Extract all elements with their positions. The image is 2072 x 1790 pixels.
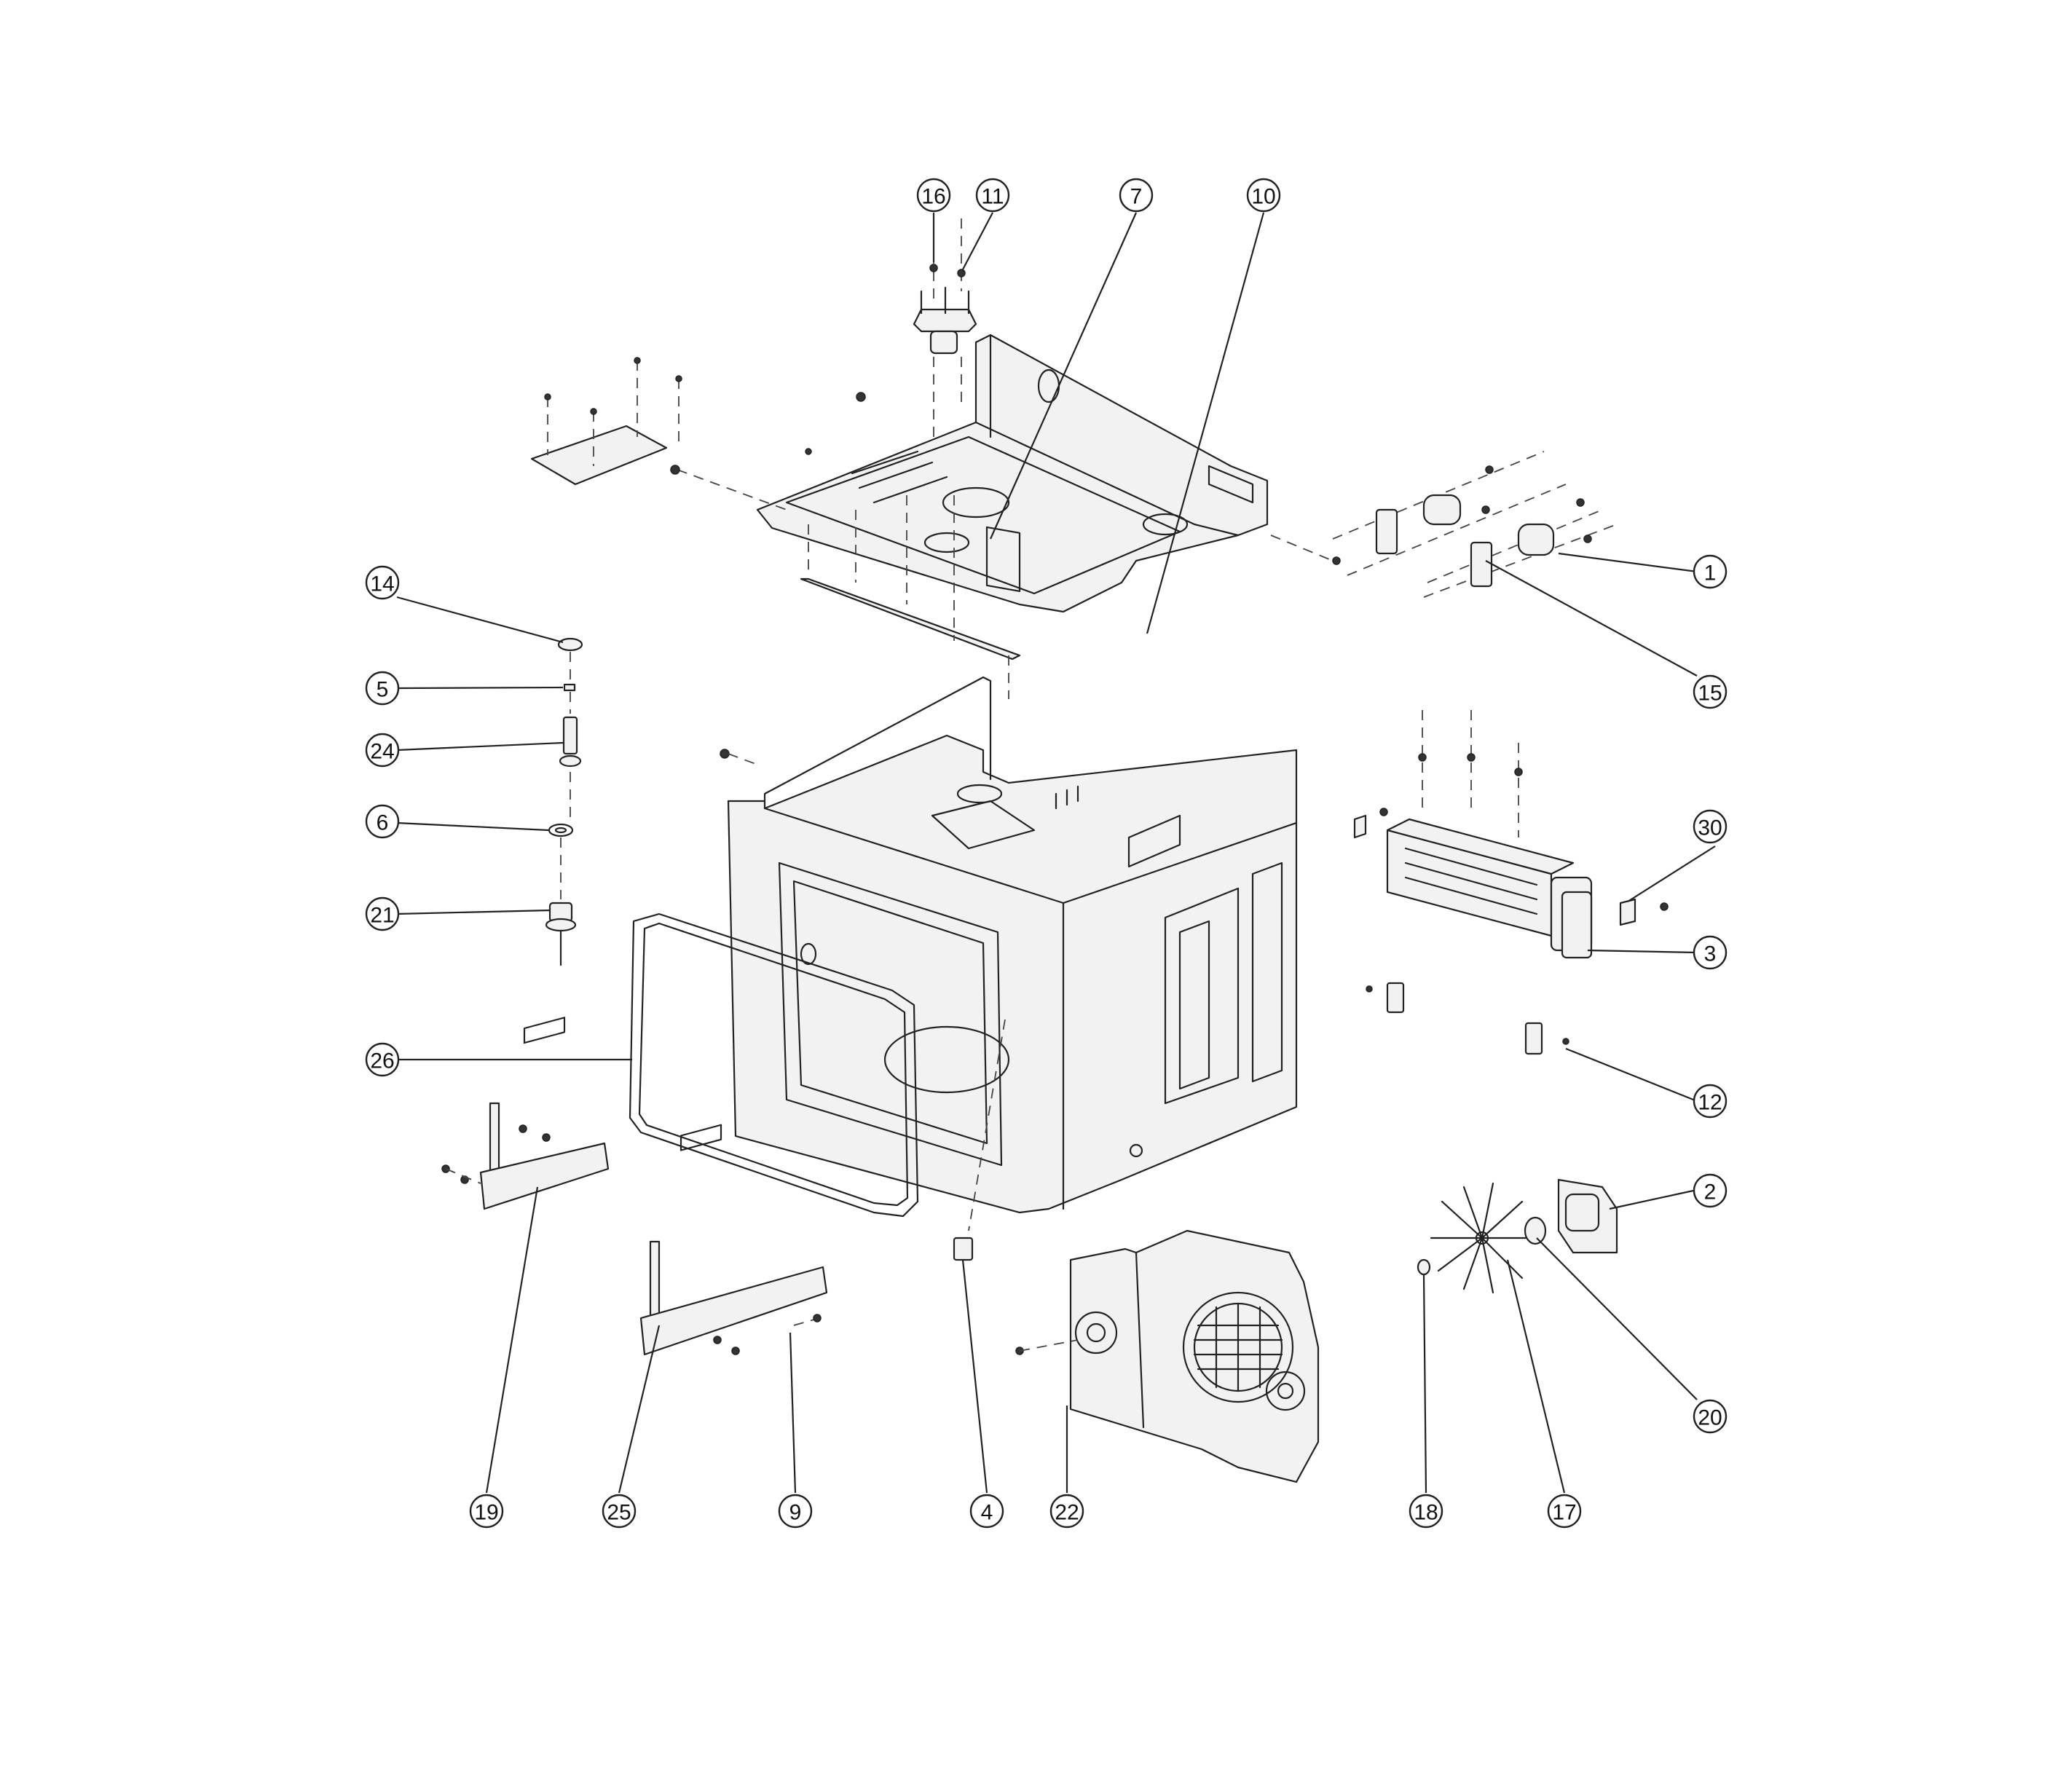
clip-part: [953, 1237, 974, 1261]
callout-2: 2: [1693, 1173, 1728, 1208]
callout-label: 10: [1251, 185, 1275, 209]
door-switches: [1366, 982, 1569, 1055]
callout-7: 7: [1119, 178, 1154, 213]
callout-label: 18: [1414, 1501, 1438, 1525]
hinge-left: [441, 1017, 610, 1210]
callout-label: 3: [1704, 942, 1717, 966]
callout-18: 18: [1409, 1494, 1443, 1529]
callout-16: 16: [916, 178, 951, 213]
blower-assembly: [1353, 710, 1669, 959]
callout-5: 5: [365, 671, 400, 706]
callout-label: 24: [370, 740, 394, 764]
callout-10: 10: [1246, 178, 1281, 213]
front-strip: [800, 495, 1021, 699]
callout-label: 2: [1704, 1180, 1717, 1204]
callout-label: 19: [474, 1501, 498, 1525]
callout-9: 9: [778, 1494, 813, 1529]
left-small-parts: [545, 637, 583, 966]
callout-label: 1: [1704, 561, 1717, 586]
top-plate: [756, 334, 1269, 613]
callout-label: 21: [370, 904, 394, 928]
callout-label: 26: [370, 1049, 394, 1073]
callout-label: 22: [1055, 1501, 1079, 1525]
convection-fan: [1417, 1178, 1618, 1294]
callout-label: 17: [1552, 1501, 1576, 1525]
callout-14: 14: [365, 565, 400, 600]
callout-6: 6: [365, 804, 400, 839]
callout-label: 5: [377, 678, 389, 702]
cover-plate: [530, 357, 866, 510]
callout-label: 4: [981, 1501, 993, 1525]
callout-label: 20: [1698, 1406, 1722, 1430]
callout-19: 19: [469, 1494, 504, 1529]
callout-label: 11: [981, 185, 1004, 209]
callout-25: 25: [602, 1494, 637, 1529]
callout-4: 4: [969, 1494, 1004, 1529]
callout-15: 15: [1693, 674, 1728, 709]
callout-label: 6: [377, 811, 389, 835]
callout-11: 11: [975, 178, 1010, 213]
callout-20: 20: [1693, 1399, 1728, 1434]
door-gasket: [629, 912, 919, 1218]
callout-3: 3: [1693, 935, 1728, 970]
callout-label: 30: [1698, 816, 1722, 840]
back-panel: [1015, 1229, 1320, 1483]
callout-label: 16: [921, 185, 945, 209]
callout-12: 12: [1693, 1084, 1728, 1119]
motor-switch-group: [1270, 451, 1618, 598]
thermostat-assembly: [913, 218, 977, 437]
callout-22: 22: [1049, 1494, 1084, 1529]
callout-label: 25: [607, 1501, 631, 1525]
callout-label: 9: [789, 1501, 802, 1525]
leader-lines: [396, 212, 1716, 1494]
hinge-right: [639, 1124, 828, 1356]
callout-21: 21: [365, 896, 400, 931]
callout-24: 24: [365, 733, 400, 768]
callout-30: 30: [1693, 809, 1728, 844]
callout-label: 7: [1130, 185, 1143, 209]
callout-26: 26: [365, 1042, 400, 1077]
callout-17: 17: [1547, 1494, 1582, 1529]
callout-label: 15: [1698, 682, 1722, 706]
callout-label: 12: [1698, 1091, 1722, 1115]
callout-1: 1: [1693, 554, 1728, 589]
callout-label: 14: [370, 572, 394, 596]
oven-cavity: [720, 676, 1298, 1231]
